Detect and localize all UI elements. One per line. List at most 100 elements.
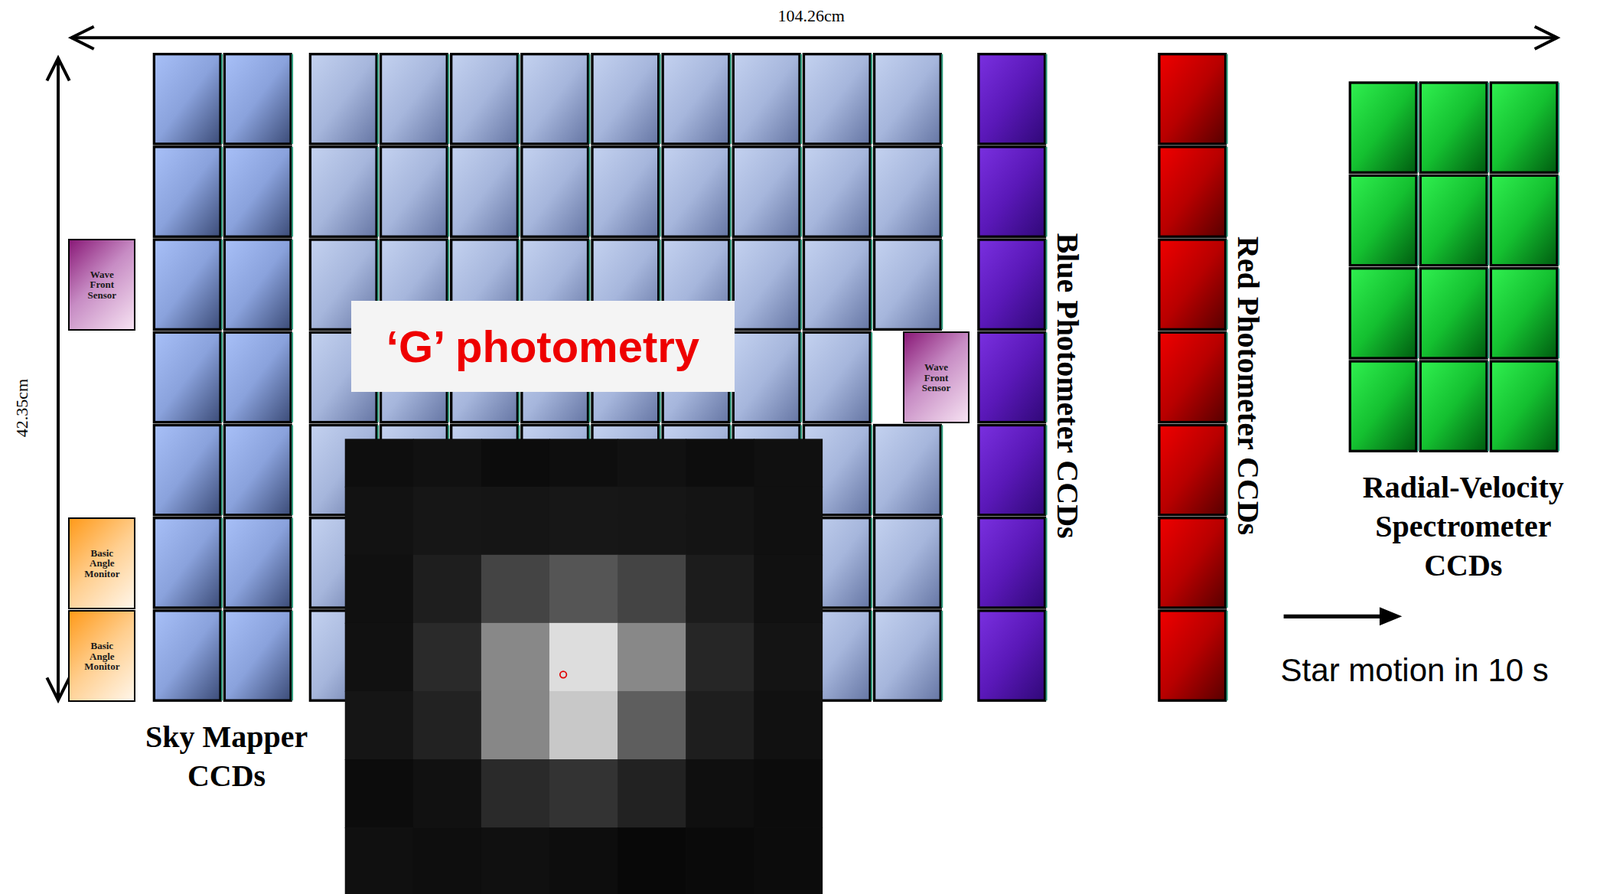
star-pixel xyxy=(753,759,823,828)
ccd-chip xyxy=(153,424,221,515)
wave-front-sensor: Wave Front Sensor xyxy=(68,238,136,331)
ccd-chip xyxy=(803,239,871,330)
motion-label: Star motion in 10 s xyxy=(1280,652,1549,688)
ccd-chip xyxy=(1490,175,1558,265)
ccd-edge xyxy=(1417,175,1419,265)
ccd-chip xyxy=(1349,82,1417,173)
ccd-chip xyxy=(1349,175,1417,265)
ccd-chip xyxy=(521,54,589,144)
ccd-chip xyxy=(978,424,1046,515)
ccd-chip xyxy=(153,518,221,608)
ccd-edge xyxy=(941,424,943,515)
ccd-edge xyxy=(1226,146,1229,237)
ccd-chip xyxy=(153,239,221,330)
star-pixel xyxy=(753,486,823,556)
ccd-edge xyxy=(221,332,223,422)
ccd-edge xyxy=(1417,268,1419,359)
ccd-edge xyxy=(221,518,223,608)
ccd-edge xyxy=(1557,175,1560,265)
ccd-chip xyxy=(224,239,291,330)
ccd-edge xyxy=(221,424,223,515)
dimension-line xyxy=(56,58,60,701)
ccd-chip xyxy=(592,54,659,144)
wave-front-sensor: Wave Front Sensor xyxy=(902,331,970,424)
ccd-chip xyxy=(381,146,448,237)
group-label: Blue Photometer CCDs xyxy=(1050,232,1085,538)
ccd-chip xyxy=(1490,361,1558,451)
ccd-edge xyxy=(870,332,873,422)
ccd-chip xyxy=(662,146,730,237)
ccd-chip xyxy=(874,610,942,701)
ccd-edge xyxy=(1487,268,1490,359)
ccd-chip xyxy=(1349,361,1417,451)
ccd-edge xyxy=(291,610,294,701)
star-pixel xyxy=(685,438,755,487)
ccd-edge xyxy=(221,610,223,701)
ccd-chip xyxy=(803,146,871,237)
ccd-chip xyxy=(1159,610,1226,701)
star-pixel xyxy=(345,690,414,760)
ccd-chip xyxy=(978,54,1046,144)
ccd-edge xyxy=(1046,518,1048,608)
star-pixel xyxy=(549,438,619,487)
ccd-chip xyxy=(224,424,291,515)
ccd-chip xyxy=(1420,82,1487,173)
ccd-chip xyxy=(153,332,221,422)
ccd-chip xyxy=(803,332,871,422)
star-pixel xyxy=(617,486,687,556)
ccd-edge xyxy=(1417,361,1419,451)
ccd-chip xyxy=(451,54,519,144)
star-pixel xyxy=(413,486,483,556)
device-name: Wave Front Sensor xyxy=(69,269,134,301)
ccd-chip xyxy=(1159,332,1226,422)
ccd-edge xyxy=(1226,332,1229,422)
ccd-edge xyxy=(589,54,591,144)
text-group: Wave Front Sensor xyxy=(69,269,134,301)
star-pixel xyxy=(481,690,551,760)
ccd-edge xyxy=(870,54,873,144)
star-pixel xyxy=(481,622,551,692)
ccd-chip xyxy=(733,239,800,330)
ccd-edge xyxy=(447,54,450,144)
ccd-chip xyxy=(662,54,730,144)
ccd-chip xyxy=(224,146,291,237)
ccd-chip xyxy=(874,424,942,515)
ccd-edge xyxy=(1557,268,1560,359)
ccd-edge xyxy=(1046,54,1048,144)
ccd-edge xyxy=(729,146,732,237)
ccd-edge xyxy=(1226,424,1229,515)
arrow-head xyxy=(46,677,69,700)
ccd-chip xyxy=(592,146,659,237)
ccd-edge xyxy=(659,146,662,237)
ccd-chip xyxy=(733,146,800,237)
ccd-edge xyxy=(1046,146,1048,237)
ccd-edge xyxy=(941,518,943,608)
text-group: Wave Front Sensor xyxy=(904,361,968,394)
ccd-chip xyxy=(978,610,1046,701)
group-label: Red Photometer CCDs xyxy=(1231,236,1265,535)
star-pixel xyxy=(617,622,687,692)
ccd-chip xyxy=(1349,268,1417,359)
ccd-edge xyxy=(1487,361,1490,451)
ccd-chip xyxy=(153,610,221,701)
ccd-edge xyxy=(870,610,873,701)
ccd-chip xyxy=(978,239,1046,330)
star-pixel xyxy=(413,438,483,487)
star-pixel xyxy=(549,690,619,760)
ccd-chip xyxy=(978,518,1046,608)
ccd-chip xyxy=(874,518,942,608)
star-pixel xyxy=(345,622,414,692)
star-pixel xyxy=(617,438,687,487)
star-pixel xyxy=(345,827,414,894)
ccd-edge xyxy=(1226,518,1229,608)
star-pixel xyxy=(617,827,687,894)
ccd-chip xyxy=(224,54,291,144)
ccd-chip xyxy=(153,146,221,237)
star-pixel xyxy=(685,622,755,692)
callout-box: ‘G’ photometry xyxy=(351,300,735,392)
star-pixel xyxy=(481,486,551,556)
device-name: Wave Front Sensor xyxy=(904,361,968,394)
text-group: Basic Angle Monitor xyxy=(69,640,134,672)
ccd-chip xyxy=(978,146,1046,237)
device-name: Basic Angle Monitor xyxy=(69,547,134,580)
